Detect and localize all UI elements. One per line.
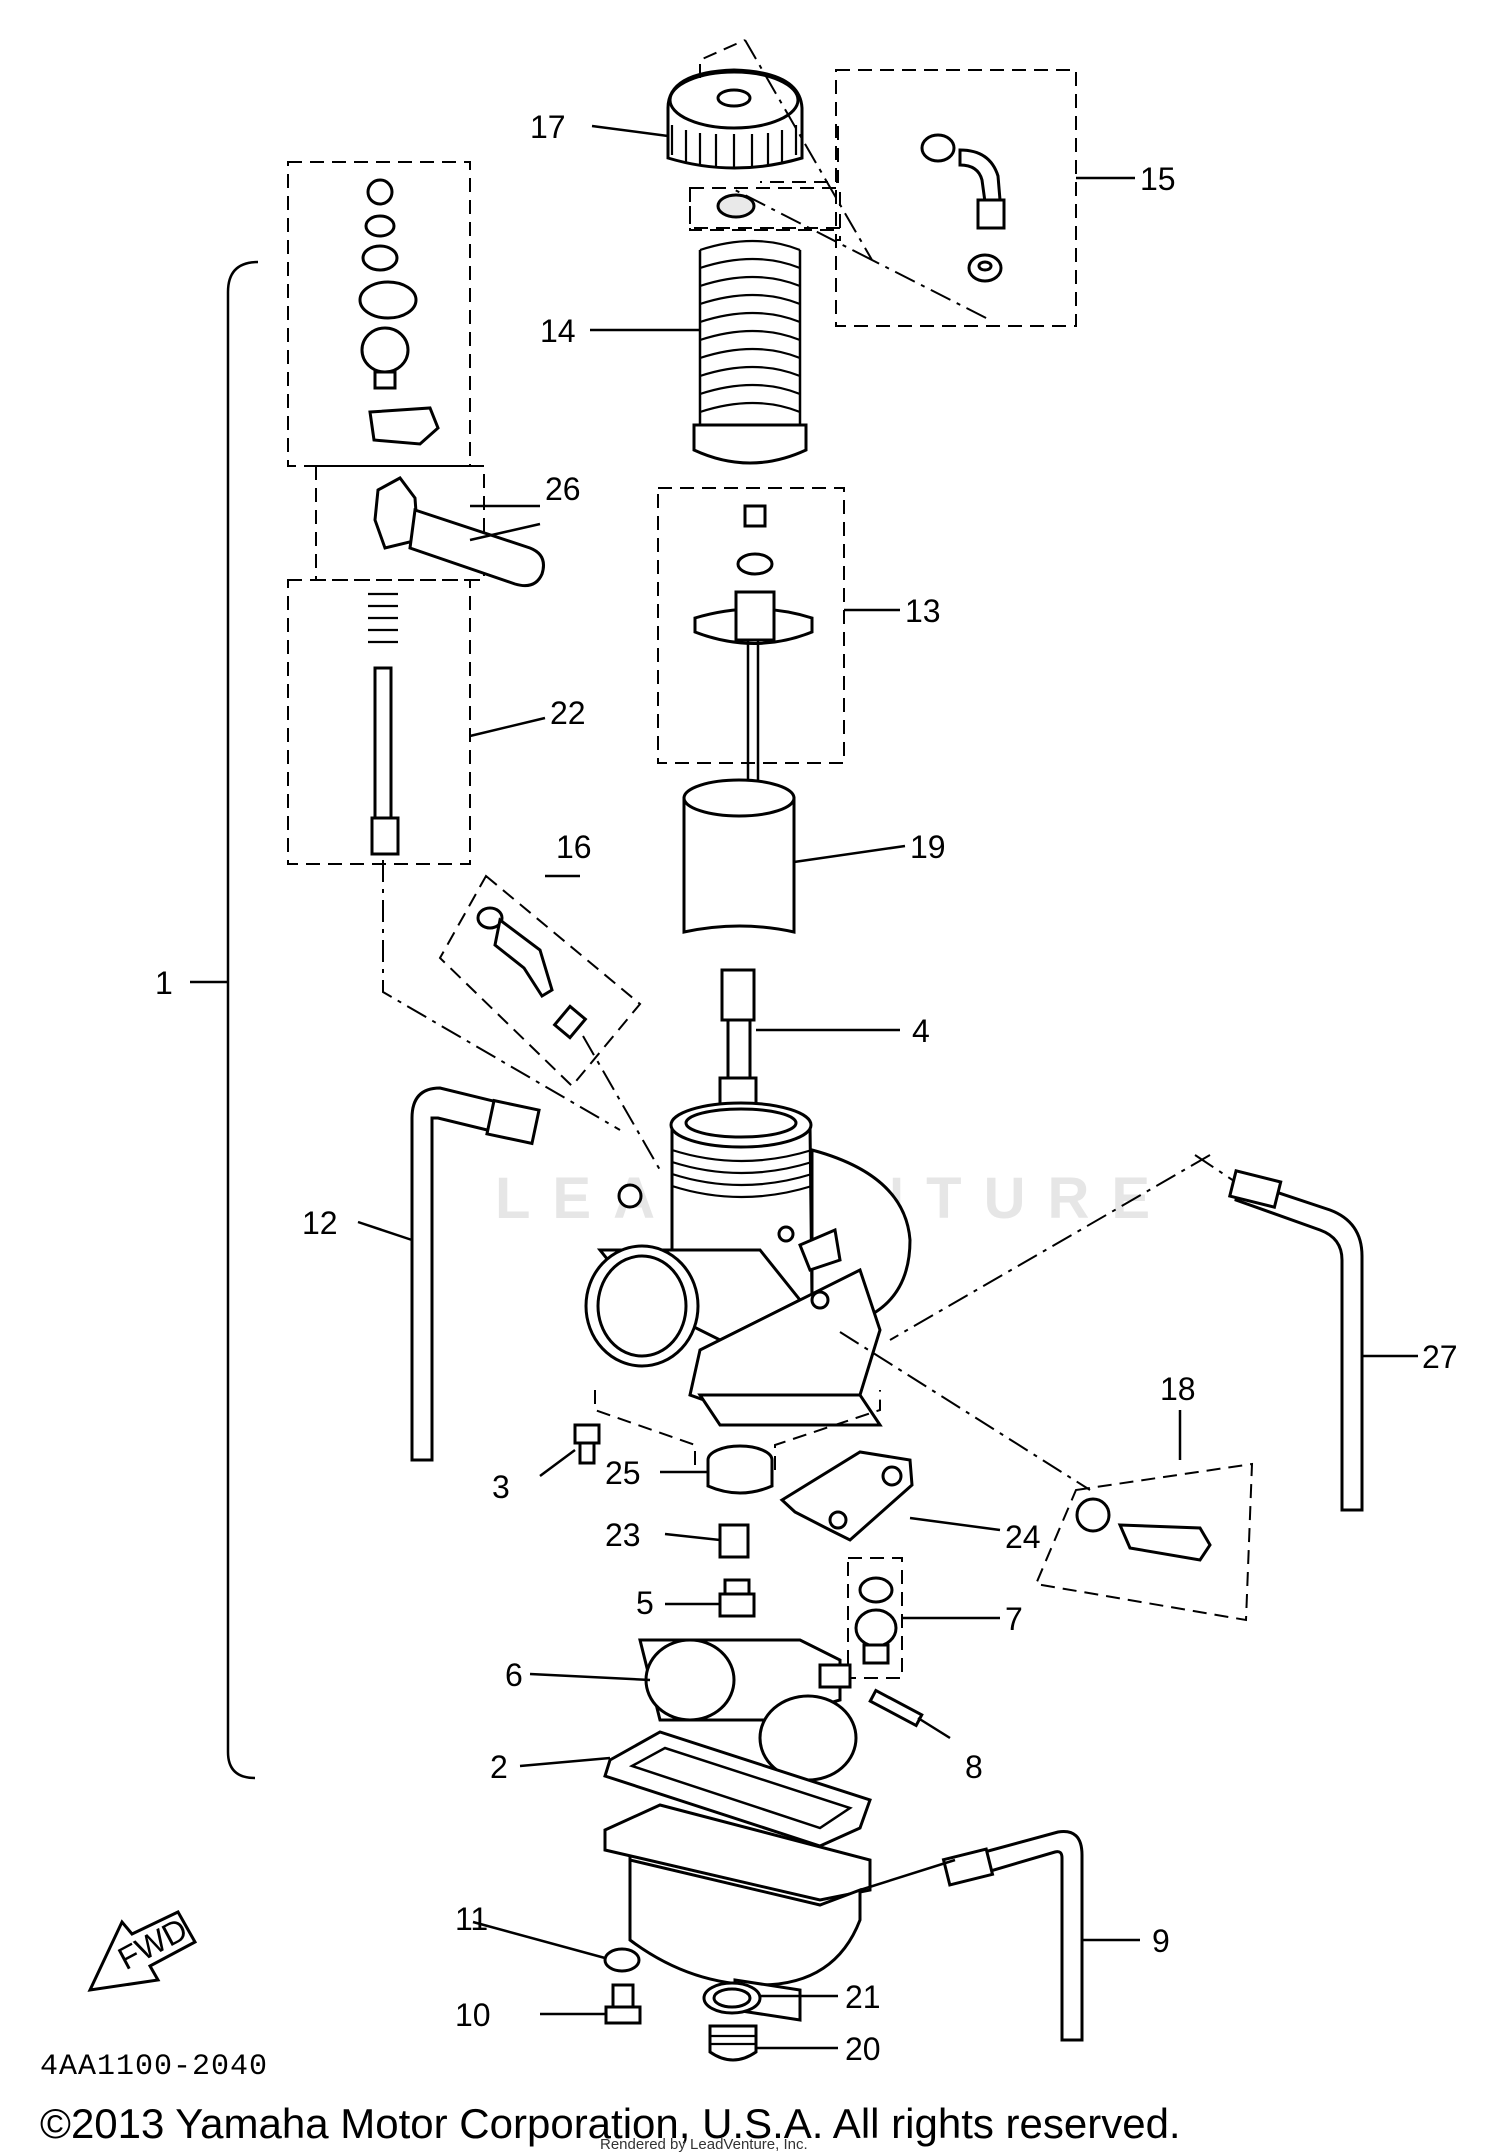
- part-15-fitting: [920, 133, 1006, 283]
- callout-9: 9: [1152, 1923, 1170, 1959]
- callout-11: 11: [455, 1901, 488, 1937]
- fwd-arrow-icon: FWD: [87, 1910, 198, 1992]
- callout-22: 22: [550, 695, 586, 731]
- part-10-screw: [604, 1983, 642, 2025]
- callout-10: 10: [455, 1997, 491, 2033]
- rendered-by-notice: Rendered by LeadVenture, Inc.: [600, 2136, 808, 2153]
- callout-26: 26: [545, 471, 581, 507]
- callout-4: 4: [912, 1013, 930, 1049]
- part-20-plug: [708, 2024, 758, 2062]
- part-8-pin: [868, 1688, 924, 1728]
- part-7-valve: [854, 1576, 898, 1665]
- part-27-vent-pipe: [1227, 1169, 1364, 1512]
- part-12-vent-pipe: [410, 1086, 541, 1462]
- part-24-plate: [779, 1450, 914, 1542]
- part-4-needle-jet: [718, 968, 758, 1106]
- callout-27: 27: [1422, 1339, 1458, 1375]
- part-5-main-jet: [718, 1578, 756, 1618]
- callout-6: 6: [505, 1657, 523, 1693]
- part-9-overflow-pipe: [941, 1829, 1084, 2042]
- part-18-pilot-screw: [1075, 1497, 1212, 1562]
- callout-labels: 1 2 3 4 5 6 7 8 9 10 11 12 13 14 15 16 1…: [155, 109, 1458, 2067]
- part-13-needle-assembly: [693, 504, 814, 820]
- part-21-gasket: [702, 1981, 762, 2015]
- part-23-spacer: [718, 1523, 750, 1559]
- fwd-label: FWD: [112, 1911, 193, 1977]
- carburetor-body: [584, 1101, 912, 1427]
- part-6-float: [638, 1638, 858, 1782]
- callout-14: 14: [540, 313, 576, 349]
- leader-lines: [357, 124, 1418, 2050]
- callout-7: 7: [1005, 1601, 1023, 1637]
- callout-18: 18: [1160, 1371, 1196, 1407]
- part-2-gasket: [603, 1730, 872, 1848]
- callout-20: 20: [845, 2031, 881, 2067]
- callout-15: 15: [1140, 161, 1176, 197]
- part-14-spring: [692, 239, 808, 465]
- callout-3: 3: [492, 1469, 510, 1505]
- callout-16: 16: [556, 829, 592, 865]
- left-stack-parts: [358, 178, 440, 446]
- callout-8: 8: [965, 1749, 983, 1785]
- copyright-notice: ©2013 Yamaha Motor Corporation, U.S.A. A…: [40, 2100, 1181, 2147]
- part-22-plunger: [368, 592, 400, 856]
- drawing-code: 4AA1100-2040: [40, 2050, 269, 2084]
- callout-17: 17: [530, 109, 566, 145]
- part-17-cap: [666, 68, 804, 170]
- callout-1: 1: [155, 965, 173, 1001]
- callout-25: 25: [605, 1455, 641, 1491]
- callout-5: 5: [636, 1585, 654, 1621]
- part-3-screw: [573, 1423, 601, 1465]
- part-16-air-screw: [476, 906, 588, 1040]
- part-26-choke-lever: [373, 476, 545, 588]
- callout-2: 2: [490, 1749, 508, 1785]
- part-25-jet-holder: [706, 1444, 774, 1495]
- callout-13: 13: [905, 593, 941, 629]
- assembly-bracket: [226, 260, 259, 1780]
- callout-23: 23: [605, 1517, 641, 1553]
- callout-24: 24: [1005, 1519, 1041, 1555]
- part-17-nut: [716, 193, 756, 219]
- callout-19: 19: [910, 829, 946, 865]
- part-19-slide: [682, 778, 796, 934]
- callout-12: 12: [302, 1205, 338, 1241]
- part-11-washer: [603, 1947, 641, 1973]
- callout-21: 21: [845, 1979, 881, 2015]
